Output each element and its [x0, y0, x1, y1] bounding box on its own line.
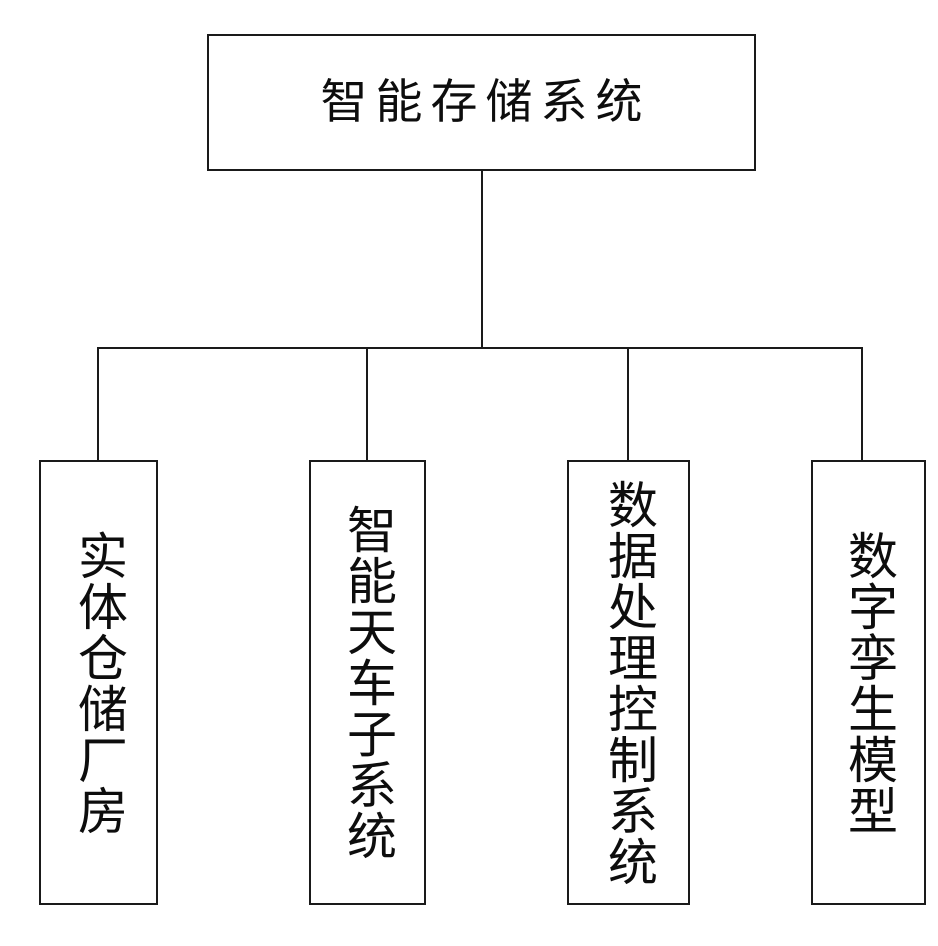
connector-drop-child-2	[366, 347, 368, 460]
node-child-1-label: 实体仓储厂房	[70, 529, 128, 836]
node-child-data-processing-control[interactable]: 数据处理控制系统	[567, 460, 690, 905]
node-root[interactable]: 智能存储系统	[207, 34, 756, 171]
connector-drop-child-1	[97, 347, 99, 460]
node-child-3-label: 数据处理控制系统	[600, 478, 658, 887]
connector-horizontal-bus	[97, 347, 863, 349]
node-child-digital-twin[interactable]: 数字孪生模型	[811, 460, 926, 905]
node-child-intelligent-crane[interactable]: 智能天车子系统	[309, 460, 426, 905]
node-child-2-label: 智能天车子系统	[339, 504, 397, 861]
node-child-4-label: 数字孪生模型	[840, 529, 898, 836]
connector-drop-child-3	[627, 347, 629, 460]
connector-drop-child-4	[861, 347, 863, 460]
node-child-physical-warehouse[interactable]: 实体仓储厂房	[39, 460, 158, 905]
connector-root-stem	[481, 171, 483, 349]
node-root-label: 智能存储系统	[320, 75, 651, 130]
